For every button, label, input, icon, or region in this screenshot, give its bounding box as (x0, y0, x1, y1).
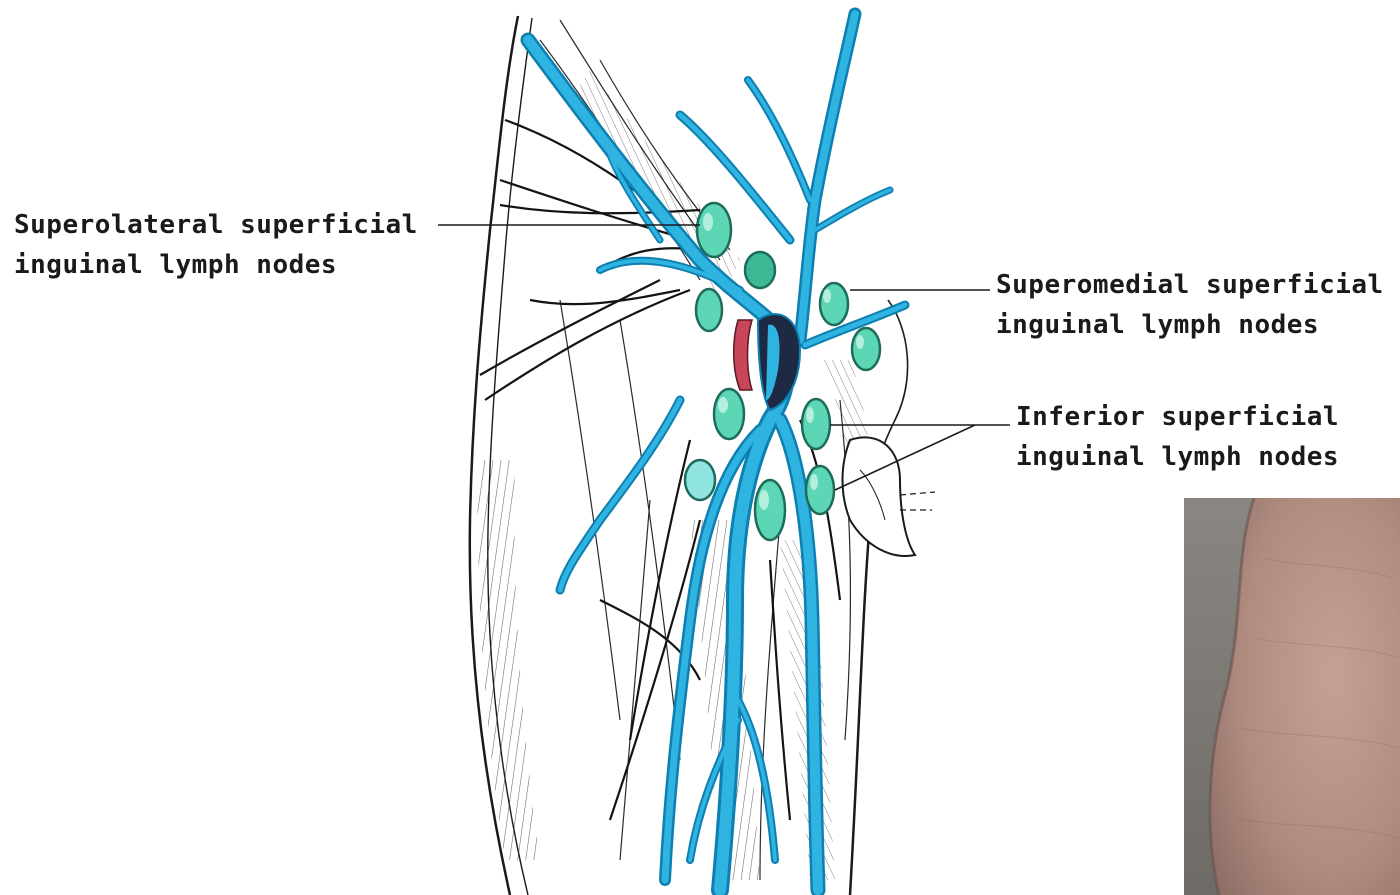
lymph-node (755, 480, 785, 540)
label-superomedial-nodes: Superomedial superficial inguinal lymph … (996, 265, 1384, 345)
lymph-node (806, 466, 834, 514)
label-superomedial-line2: inguinal lymph nodes (996, 305, 1384, 345)
thigh-outline (470, 16, 908, 895)
label-inferior-nodes: Inferior superficial inguinal lymph node… (1016, 397, 1339, 477)
label-inferior-line2: inguinal lymph nodes (1016, 437, 1339, 477)
label-superolateral-line1: Superolateral superficial (14, 205, 418, 245)
skin-photo-inset (1184, 498, 1400, 895)
lymph-node (852, 328, 880, 370)
label-superolateral-line2: inguinal lymph nodes (14, 245, 418, 285)
medial-fold (843, 437, 936, 556)
saphenous-junction (758, 314, 800, 410)
label-inferior-line1: Inferior superficial (1016, 397, 1339, 437)
femoral-artery (734, 320, 752, 390)
skin-photo-graphic (1184, 498, 1400, 895)
lymph-node (714, 389, 744, 439)
lymph-node (697, 203, 731, 257)
lymph-node (696, 289, 722, 331)
label-superolateral-nodes: Superolateral superficial inguinal lymph… (14, 205, 418, 285)
label-superomedial-line1: Superomedial superficial (996, 265, 1384, 305)
lymph-node (745, 252, 775, 288)
lymph-node (820, 283, 848, 325)
lymph-node (685, 460, 715, 500)
lymph-node (802, 399, 830, 449)
